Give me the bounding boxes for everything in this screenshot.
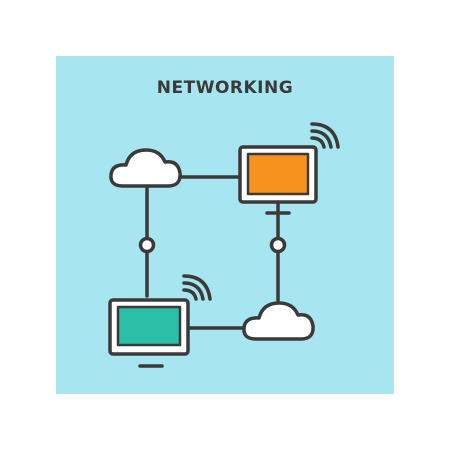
monitor-icon (108, 298, 190, 368)
cloud-icon (109, 148, 182, 188)
wifi-icon (182, 274, 212, 301)
junction-node-left (138, 236, 156, 254)
wifi-icon (310, 122, 340, 149)
junction-node-right (269, 236, 287, 254)
monitor-icon (238, 145, 318, 215)
page-title: NETWORKING (156, 78, 294, 98)
cloud-icon (242, 301, 315, 341)
